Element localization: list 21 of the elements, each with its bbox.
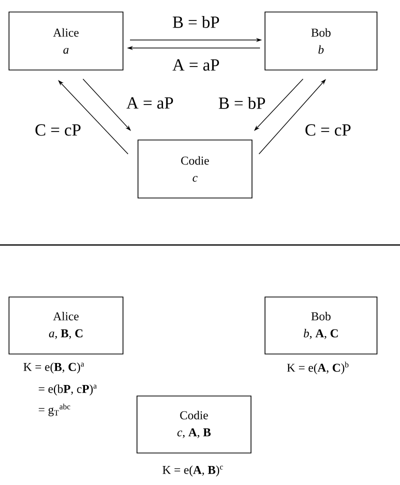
process-box: Bob b, A, C — [264, 296, 378, 354]
process-box: Codie c — [138, 140, 252, 198]
arrow — [82, 78, 131, 131]
formula-text: K = e(A, B)$^{c}$ — [162, 466, 223, 476]
process-box: Alice a, B, C — [8, 296, 124, 354]
process-box: Codie c, A, B — [136, 396, 252, 454]
arrow — [58, 80, 128, 154]
edge-label: B = bP — [171, 15, 221, 29]
arrow — [258, 79, 326, 154]
edge-label: C = cP — [304, 123, 352, 137]
arrow — [254, 78, 304, 131]
edge-label: C = cP — [34, 123, 82, 137]
edge-label: A = aP — [125, 96, 175, 110]
edge-label: B = bP — [217, 96, 267, 110]
formula-text: = e(bP, cP)$^{a}$ — [38, 384, 97, 396]
formula-text: K = e(A, C)$^{b}$ — [287, 362, 348, 374]
formula-text: K = e(B, C)$^{a}$ — [24, 362, 84, 374]
formula-text: = g$_{T}$abc — [38, 404, 70, 416]
process-box: Bob b — [264, 12, 378, 70]
edge-label: A = aP — [171, 58, 221, 72]
process-box: Alice a — [8, 12, 124, 70]
